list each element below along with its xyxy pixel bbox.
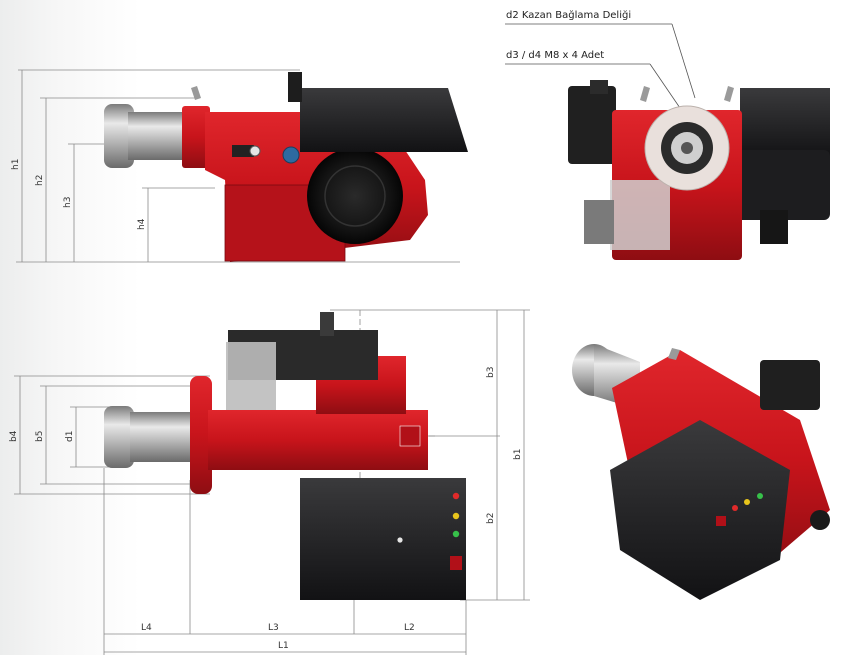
lamp-green	[452, 530, 460, 538]
lifting-handle	[191, 86, 201, 100]
iso-control-box	[610, 420, 790, 600]
burner-tube	[128, 112, 184, 160]
iso-pump	[760, 360, 820, 410]
lamp-yellow	[452, 512, 460, 520]
dim-L2-label: L2	[404, 623, 415, 633]
isometric-view	[572, 344, 830, 600]
side-view-dimension-lines	[16, 69, 460, 263]
dim-h4-label: h4	[137, 218, 147, 230]
oil-pump	[568, 86, 616, 164]
reset-button-icon	[399, 425, 421, 447]
fan-motor-rear	[730, 150, 830, 220]
dim-b1-label: b1	[513, 449, 523, 460]
nozzle-tip	[104, 104, 134, 168]
dim-b3-label: b3	[486, 367, 496, 378]
top-flange	[190, 376, 212, 494]
control-box-rear	[740, 88, 830, 158]
dim-h1-label: h1	[11, 159, 21, 170]
burner-flange	[182, 106, 210, 168]
fan-motor	[307, 148, 403, 244]
handle-left	[640, 86, 650, 102]
callout-d3-d4: d3 / d4 M8 x 4 Adet	[506, 50, 604, 61]
dim-b2-label: b2	[486, 513, 496, 524]
front-view: d2 Kazan Bağlama Deliği d3 / d4 M8 x 4 A…	[505, 9, 830, 260]
ignition-unit	[226, 342, 276, 410]
dim-b4-label: b4	[9, 430, 19, 442]
dim-L4-label: L4	[141, 623, 152, 633]
switch-icon	[450, 556, 462, 570]
callout-leaders	[505, 23, 696, 109]
lamp-red	[452, 492, 460, 500]
side-view: h1 h2 h3 h4	[11, 69, 468, 263]
dim-h3-label: h3	[63, 197, 73, 208]
air-damper-lever	[232, 145, 254, 157]
dim-h2-label: h2	[35, 175, 45, 186]
top-view: b4 b5 d1 b3 b2 b1 L4 L3 L2 L1	[9, 309, 530, 655]
dim-L3-label: L3	[268, 623, 279, 633]
top-nozzle-tip	[104, 406, 134, 468]
dim-b5-label: b5	[35, 431, 45, 442]
control-box	[300, 88, 468, 152]
top-burner-tube	[130, 412, 190, 462]
dim-L1-label: L1	[278, 641, 289, 651]
pump-valve	[288, 72, 302, 102]
dim-d1-label: d1	[65, 431, 75, 442]
handle-right	[724, 86, 734, 102]
pressure-gauge-icon	[282, 146, 300, 164]
ignition-transformer	[610, 180, 670, 250]
top-housing	[208, 410, 428, 470]
callout-d2: d2 Kazan Bağlama Deliği	[506, 9, 631, 21]
top-control-box	[300, 478, 466, 600]
